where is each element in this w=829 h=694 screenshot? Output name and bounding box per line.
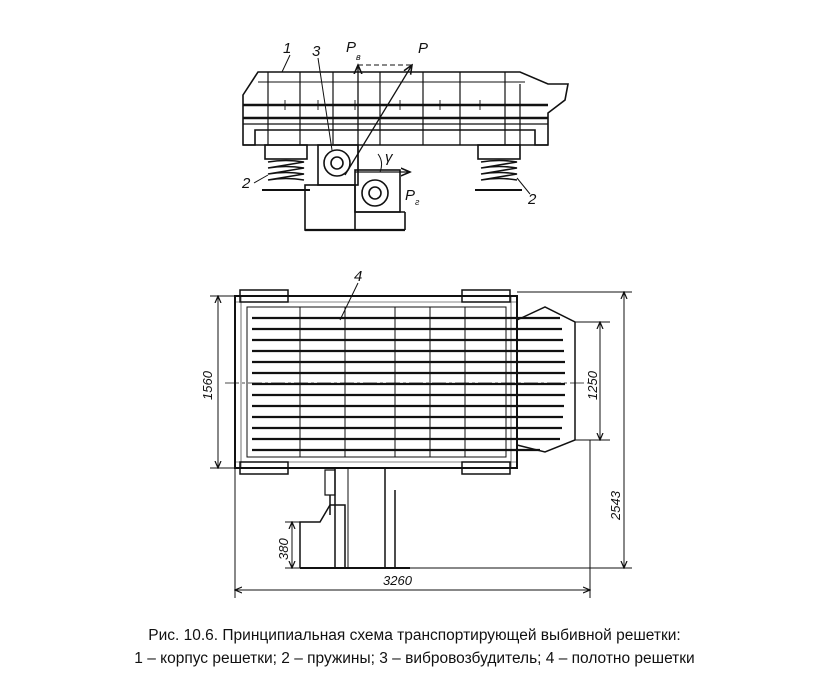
label-spring-left: 2	[241, 175, 251, 192]
label-force-pv-sub: в	[356, 52, 361, 62]
label-force-p: P	[418, 40, 428, 57]
dim-2543: 2543	[608, 490, 623, 521]
spring-left	[267, 159, 305, 181]
exciter-rotor-2	[361, 179, 389, 207]
label-force-pg-sub: г	[415, 197, 420, 207]
dim-3260: 3260	[383, 573, 413, 588]
force-p-arrow	[344, 65, 412, 176]
label-spring-right: 2	[527, 191, 537, 208]
support-pedestal	[334, 467, 386, 569]
label-screen-cloth: 4	[354, 268, 362, 285]
dim-380: 380	[276, 538, 291, 560]
screen-bars	[252, 316, 565, 452]
exciter-rotor-1	[323, 149, 351, 177]
label-body: 1	[283, 40, 291, 57]
figure-caption-legend: 1 – корпус решетки; 2 – пружины; 3 – виб…	[134, 650, 695, 667]
spring-right	[480, 159, 518, 181]
grate-body	[242, 71, 569, 146]
figure-caption-title: Рис. 10.6. Принципиальная схема транспор…	[148, 627, 681, 644]
label-exciter: 3	[312, 43, 321, 60]
plan-view	[210, 282, 632, 598]
angle-arc	[377, 153, 383, 173]
spring-left-cap	[264, 144, 308, 160]
exciter-base	[304, 184, 356, 231]
label-force-pv: P	[346, 39, 356, 56]
label-angle: γ	[385, 149, 394, 166]
discharge-chute	[516, 306, 576, 453]
plan-frame	[234, 295, 518, 469]
spring-right-cap	[477, 144, 521, 160]
side-view	[242, 54, 569, 232]
dim-1560: 1560	[200, 370, 215, 400]
dim-1250: 1250	[585, 370, 600, 400]
label-force-pg: P	[405, 187, 415, 204]
